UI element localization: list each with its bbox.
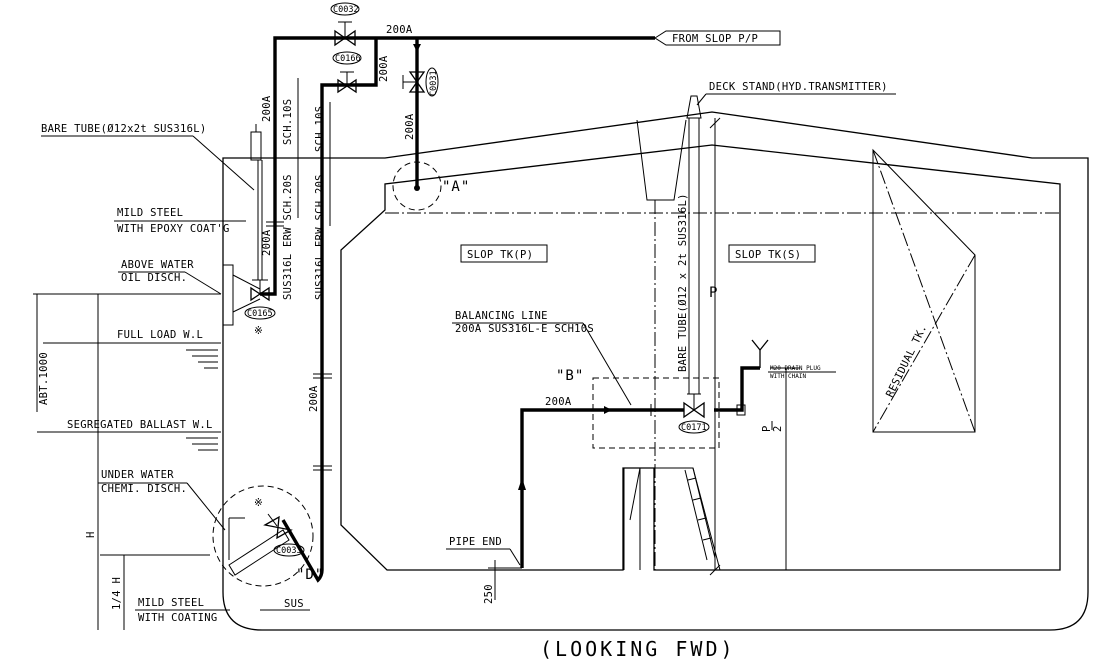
p-half-dim: P 2 — [761, 367, 800, 570]
c0031-tag: C0031 — [429, 70, 439, 96]
spec-labels: SUS316L ERW SCH.20S SCH.10S SUS316L ERW … — [282, 78, 331, 300]
c0165-tag: C0165 — [247, 309, 273, 319]
c0033-tag: C0033 — [276, 546, 302, 556]
p2-num: P — [761, 425, 773, 432]
detail-b-label: "B" — [556, 368, 584, 384]
c0166-tag: C0166 — [335, 54, 361, 64]
side-fittings — [222, 124, 290, 576]
balancing-1: BALANCING LINE — [455, 310, 548, 322]
from-slop-flag: FROM SLOP P/P — [654, 30, 781, 46]
size-200a-bal: 200A — [545, 396, 572, 408]
c0171-tag: C0171 — [681, 423, 707, 433]
size-200a-left-vert: 200A — [261, 229, 273, 256]
above-water-1: ABOVE WATER — [121, 259, 194, 271]
p-label: P — [709, 285, 718, 301]
balancing-2: 200A SUS316L-E SCH10S — [455, 323, 594, 335]
ladder — [684, 467, 716, 561]
left-annotations: BARE TUBE(Ø12x2t SUS316L) MILD STEEL WIT… — [33, 123, 310, 630]
full-load-label: FULL LOAD W.L — [117, 329, 203, 341]
slop-tk-s-label: SLOP TK(S) — [735, 249, 801, 261]
mild-steel-epoxy-2: WITH EPOXY COAT'G — [117, 223, 230, 235]
valve-c0031: C0031 — [402, 67, 439, 97]
bare-tube-center: BARE TUBE(Ø12 x 2t SUS316L) — [677, 193, 689, 372]
from-slop-label: FROM SLOP P/P — [672, 33, 758, 45]
size-200a-a: 200A — [404, 113, 416, 140]
sus-label: SUS — [284, 598, 304, 610]
detail-circles: "A" "D" "B" — [212, 161, 720, 587]
above-water-2: OIL DISCH. — [121, 272, 187, 284]
h-label: H — [85, 531, 97, 538]
valve-c0166: C0166 — [332, 51, 362, 94]
tank-labels: SLOP TK(P) SLOP TK(S) — [460, 244, 816, 263]
valve-c0165: C0165 ※ — [244, 279, 276, 337]
balancing-line-note: BALANCING LINE 200A SUS316L-E SCH10S — [452, 310, 652, 416]
sch10s-b: SCH.10S — [314, 106, 326, 152]
pipe-end-note: PIPE END 250 — [446, 536, 522, 604]
deck-stand: DECK STAND(HYD.TRANSMITTER) BARE TUBE(Ø1… — [677, 81, 896, 576]
detail-d-label: "D" — [296, 567, 324, 583]
slop-tk-p-label: SLOP TK(P) — [467, 249, 533, 261]
valve-c0032: C0032 — [330, 2, 360, 47]
seg-ballast-label: SEGREGATED BALLAST W.L — [67, 419, 213, 431]
mild-steel-coat-2: WITH COATING — [138, 612, 217, 624]
size-200a-vert: 200A — [261, 95, 273, 122]
main-piping — [260, 36, 760, 583]
pipe-end-label: PIPE END — [449, 536, 502, 548]
abt1000-label: ABT.1000 — [38, 352, 50, 405]
sleeve-marks — [266, 221, 332, 471]
size-200a-right: 200A — [378, 55, 390, 82]
under-water-2: CHEMI. DISCH. — [101, 483, 187, 495]
mild-steel-epoxy-1: MILD STEEL — [117, 207, 183, 219]
size-labels: 200A 200A 200A 200A 200A 200A 200A — [261, 24, 572, 412]
c0032-tag: C0032 — [333, 5, 359, 15]
quarter-h-label: 1/4 H — [111, 577, 123, 610]
size-200a-lower: 200A — [308, 385, 320, 412]
hull-outline — [222, 111, 1089, 631]
erw-20s-a: SUS316L ERW SCH.20S — [282, 174, 294, 300]
flow-arrows — [413, 44, 612, 490]
sch10s-a: SCH.10S — [282, 99, 294, 145]
centerlines — [385, 200, 1060, 570]
drain-2: WITH CHAIN — [770, 373, 807, 380]
detail-a-label: "A" — [442, 179, 470, 195]
caption: (LOOKING FWD) — [540, 637, 736, 661]
bare-tube-left-label: BARE TUBE(Ø12x2t SUS316L) — [41, 123, 207, 135]
star-a: ※ — [254, 325, 263, 337]
erw-20s-b: SUS316L ERW SCH.20S — [314, 174, 326, 300]
valve-c0171: C0171 — [678, 393, 710, 434]
size-200a-top: 200A — [386, 24, 413, 36]
mild-steel-coat-1: MILD STEEL — [138, 597, 204, 609]
residual-label: RESIDUAL TK. — [884, 323, 930, 400]
star-b: ※ — [254, 497, 263, 509]
residual-tank: RESIDUAL TK. — [872, 148, 976, 433]
valve-c0033: C0033 ※ — [254, 497, 305, 557]
deck-stand-label: DECK STAND(HYD.TRANSMITTER) — [709, 81, 888, 93]
dim-250-label: 250 — [483, 584, 495, 604]
under-water-1: UNDER WATER — [101, 469, 174, 481]
p2-den: 2 — [772, 425, 784, 432]
